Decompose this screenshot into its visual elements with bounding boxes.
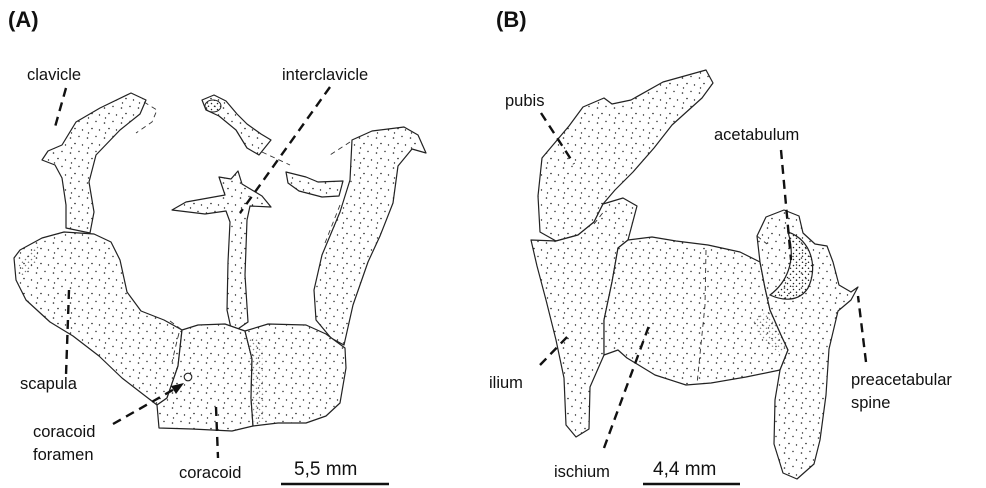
right-coracoid-plate <box>245 324 346 426</box>
scale-bar-label-b: 4,4 mm <box>653 459 716 480</box>
panel-a: (A) <box>8 7 426 484</box>
right-scapular-blade <box>314 127 426 345</box>
scale-bar-label-a: 5,5 mm <box>294 459 357 480</box>
label-preacetabular-spine-line1: preacetabular <box>851 371 952 389</box>
label-acetabulum: acetabulum <box>714 126 799 144</box>
interclavicle-bone <box>172 171 271 333</box>
label-clavicle: clavicle <box>27 66 81 84</box>
bone-fragment <box>286 172 343 197</box>
label-ilium: ilium <box>489 374 523 392</box>
interclavicle-head-fragment <box>202 95 290 165</box>
panel-a-letter: (A) <box>8 7 39 32</box>
label-preacetabular-spine-line2: spine <box>851 394 890 412</box>
label-coracoid-foramen-line2: foramen <box>33 446 94 464</box>
label-coracoid: coracoid <box>179 464 241 482</box>
preacetabular-spine-leader <box>858 296 866 362</box>
clavicle-bone <box>42 93 157 233</box>
panel-b-letter: (B) <box>496 7 527 32</box>
label-ischium: ischium <box>554 463 610 481</box>
label-coracoid-foramen-line1: coracoid <box>33 423 95 441</box>
label-scapula: scapula <box>20 375 78 393</box>
label-pubis: pubis <box>505 92 544 110</box>
clavicle-leader <box>55 88 66 127</box>
panel-b: (B) pubis acetabulum ili <box>489 7 952 484</box>
coracoid-foramen-hole <box>184 373 192 381</box>
label-interclavicle: interclavicle <box>282 66 368 84</box>
